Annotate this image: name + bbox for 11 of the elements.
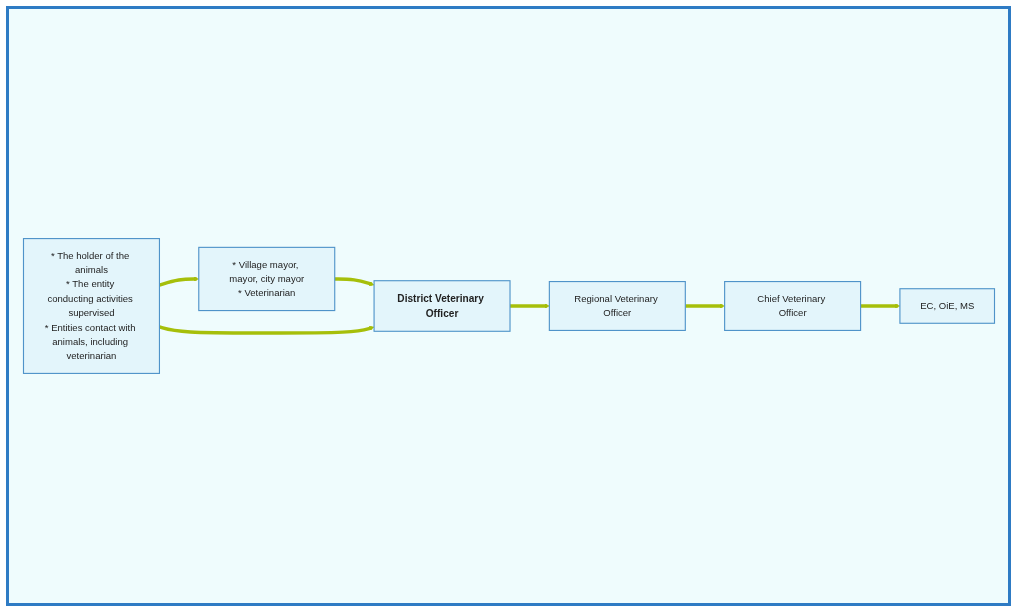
arrow [860,303,900,309]
node-box: * The holder of the animals * The entity conducting activities supervised * Entities contact with animals, including veterinarian [22,238,160,374]
arrow [334,277,374,287]
arrow [158,325,374,335]
node-box: Chief Veterinary Officer [723,281,861,331]
arrow [684,303,725,309]
node-box: * Village mayor, mayor, city mayor * Veterinarian [197,246,335,312]
node-box: District Veterinary Officer [373,280,511,332]
node-box: EC, OiE, MS [898,288,995,324]
arrow [158,276,199,287]
node-box: Regional Veterinary Officer [548,281,686,331]
